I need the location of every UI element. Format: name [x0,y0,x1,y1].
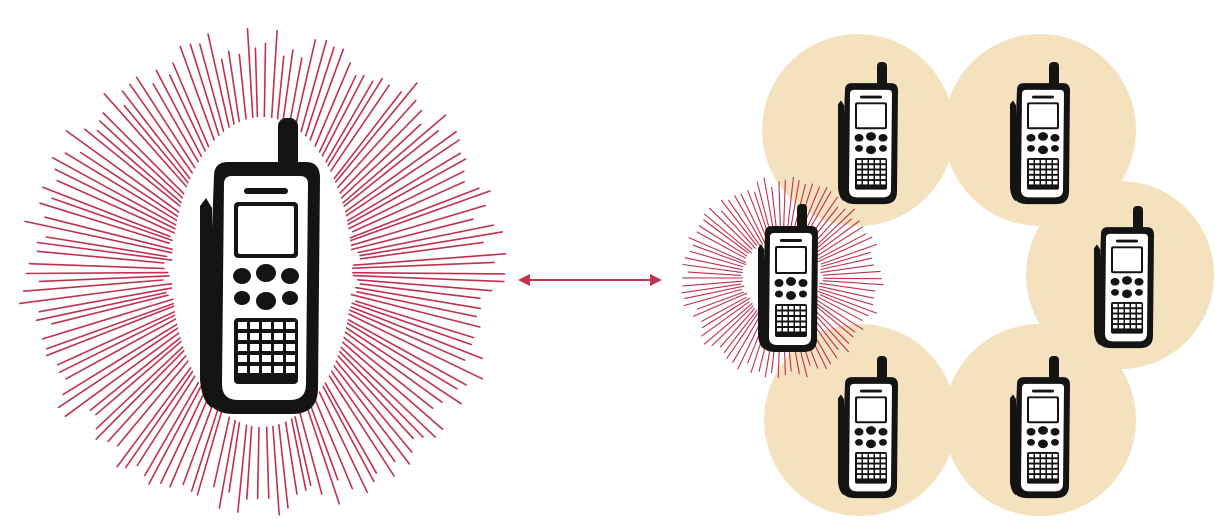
mobile-phone-icon [758,204,818,352]
signal-ray [688,272,740,275]
signal-ray [820,283,875,291]
signal-ray [349,191,490,241]
signal-ray [40,203,169,243]
signal-ray [360,232,502,256]
signal-ray [819,286,873,298]
signal-ray [748,191,768,241]
signal-ray [683,265,743,273]
signal-ray [823,271,880,275]
signal-ray [96,336,198,439]
signal-ray [350,294,480,327]
signal-ray [712,306,753,346]
signal-ray [721,200,756,245]
signal-ray [26,273,167,274]
signal-ray [821,265,874,273]
signal-ray [724,311,757,353]
signal-ray [353,273,505,274]
double-arrow-icon [518,274,662,286]
signal-ray [30,264,164,269]
signal-ray [358,225,493,252]
signal-ray [820,295,868,316]
mesh-source-handset [758,204,818,352]
signal-ray [343,321,457,389]
signal-ray [823,281,883,285]
signal-ray [720,309,754,347]
signal-ray [337,337,443,429]
